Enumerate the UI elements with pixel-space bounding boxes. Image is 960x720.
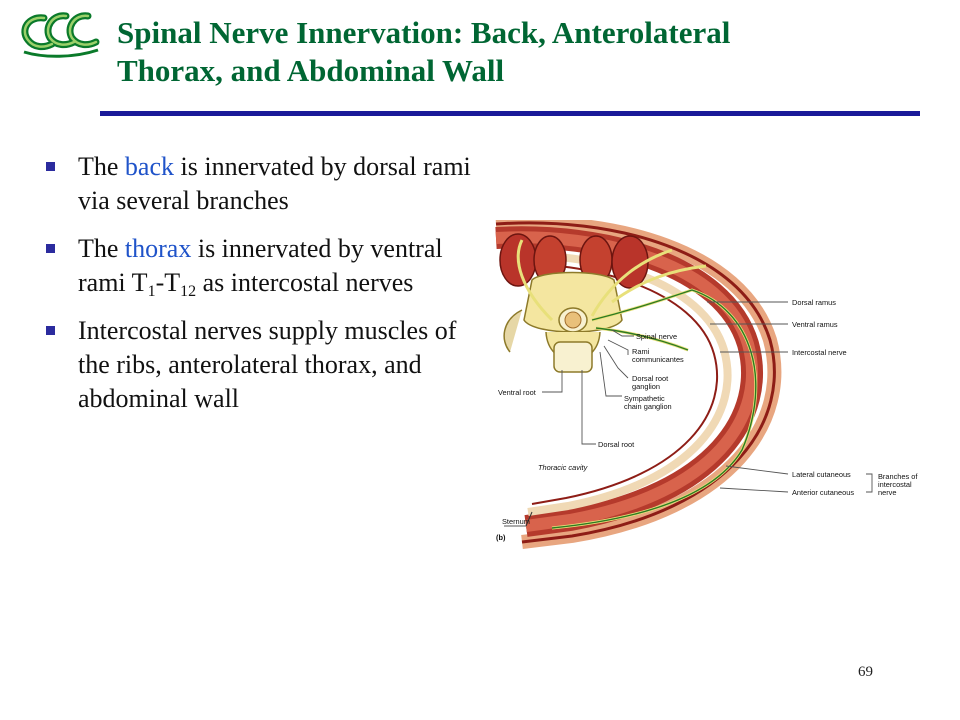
label-sympathetic: Sympathetic — [624, 394, 665, 403]
slide-title: Spinal Nerve Innervation: Back, Anterola… — [117, 14, 917, 90]
slide-title-line1: Spinal Nerve Innervation: Back, Anterola… — [117, 15, 731, 50]
label-thoracic-cavity: Thoracic cavity — [538, 463, 589, 472]
bullet-item-thorax: The thorax is innervated by ventral rami… — [42, 232, 472, 300]
bullet-marker-icon — [46, 244, 55, 253]
label-ganglion: ganglion — [632, 382, 660, 391]
label-rami: Rami — [632, 347, 650, 356]
title-divider — [100, 111, 920, 116]
label-communicantes: communicantes — [632, 355, 684, 364]
keyword-back: back — [124, 152, 175, 181]
label-ventral-root: Ventral root — [498, 388, 536, 397]
bullet-item-intercostal: Intercostal nerves supply muscles of the… — [42, 314, 472, 416]
bullet-text: -T — [155, 268, 181, 297]
vertebra — [503, 271, 623, 373]
bullet-text: is innervated by dorsal rami via several… — [78, 152, 471, 215]
bullet-text: is innervated by ventral rami T — [78, 234, 443, 297]
subscript: 12 — [180, 283, 197, 300]
label-chain-ganglion: chain ganglion — [624, 402, 672, 411]
label-nerve: nerve — [878, 488, 897, 497]
label-dorsal-root-ganglion: Dorsal root — [632, 374, 668, 383]
label-intercostal-nerve: Intercostal nerve — [792, 348, 847, 357]
label-dorsal-root: Dorsal root — [598, 440, 634, 449]
label-sternum: Sternum — [502, 517, 530, 526]
spinal-nerve-figure: Dorsal ramus Ventral ramus Intercostal n… — [495, 220, 918, 549]
label-lateral-cutaneous: Lateral cutaneous — [792, 470, 851, 479]
bullet-text: The — [78, 152, 125, 181]
label-panel-b: (b) — [496, 533, 506, 542]
bullet-text: The — [78, 234, 125, 263]
ecc-logo — [21, 12, 100, 58]
label-ventral-ramus: Ventral ramus — [792, 320, 838, 329]
bullet-item-back: The back is innervated by dorsal rami vi… — [42, 150, 472, 218]
subscript: 1 — [147, 283, 156, 300]
label-dorsal-ramus: Dorsal ramus — [792, 298, 836, 307]
label-branches-of: Branches of — [878, 472, 918, 481]
leader-lines — [504, 301, 873, 527]
label-anterior-cutaneous: Anterior cutaneous — [792, 488, 854, 497]
bullet-text: Intercostal nerves supply muscles of the… — [78, 316, 457, 413]
back-muscles — [499, 233, 649, 289]
label-spinal-nerve: Spinal nerve — [636, 332, 677, 341]
keyword-thorax: thorax — [124, 234, 192, 263]
page-number: 69 — [858, 664, 873, 680]
bullet-text: as intercostal nerves — [196, 268, 414, 297]
bullet-marker-icon — [46, 162, 55, 171]
bullet-marker-icon — [46, 326, 55, 335]
bullet-list: The back is innervated by dorsal rami vi… — [42, 150, 472, 430]
slide-title-line2: Thorax, and Abdominal Wall — [117, 53, 505, 88]
label-intercostal: intercostal — [878, 480, 912, 489]
